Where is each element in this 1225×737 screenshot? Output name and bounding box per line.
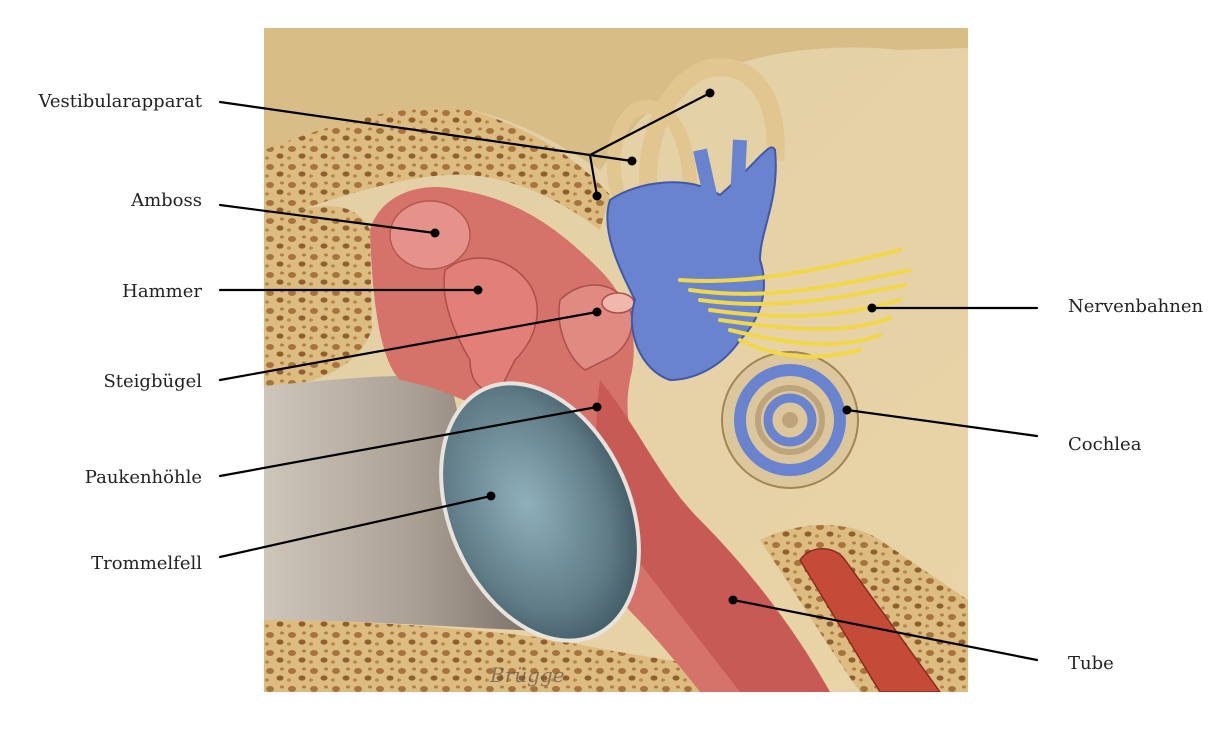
label-steigbuegel: Steigbügel <box>103 371 202 392</box>
label-trommelfell: Trommelfell <box>91 553 202 574</box>
label-hammer: Hammer <box>122 281 202 302</box>
label-vestibularapparat: Vestibularapparat <box>37 91 202 112</box>
label-nervenbahnen: Nervenbahnen <box>1068 296 1204 317</box>
artist-signature: Brügge <box>489 663 565 687</box>
label-cochlea: Cochlea <box>1068 434 1142 455</box>
label-amboss: Amboss <box>130 190 202 211</box>
amboss-shape <box>390 201 470 269</box>
label-paukenhoehle: Paukenhöhle <box>85 467 202 488</box>
stapes-footplate <box>602 293 634 313</box>
label-tube: Tube <box>1068 653 1114 674</box>
illustration: Brügge <box>264 28 968 692</box>
